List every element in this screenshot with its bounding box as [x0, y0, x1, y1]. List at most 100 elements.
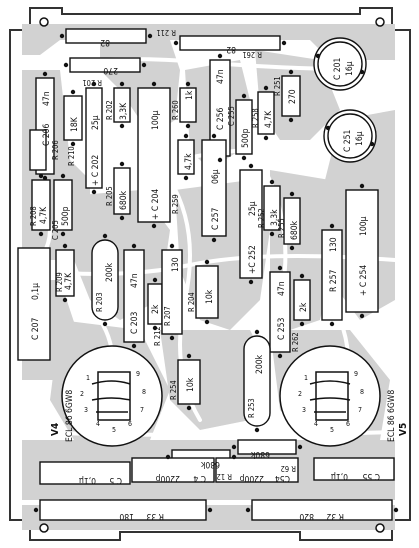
r258-ref: R 258: [251, 108, 260, 128]
resistor-r201-body: [69, 57, 141, 73]
capacitor-c252-body: [239, 169, 263, 279]
c207-ref: C 207: [31, 318, 41, 340]
c202-ref: + C 202: [91, 155, 101, 186]
resistor-r212-body: [147, 283, 163, 325]
capacitor-c202-body: [85, 87, 103, 189]
v4-pin-3: 3: [84, 406, 88, 414]
c202-value: 25µ: [91, 115, 101, 130]
capacitor-c253-body: [269, 271, 291, 353]
r201-ref: R 201: [82, 78, 102, 87]
v4-pin-9: 9: [136, 370, 140, 378]
r252-value: 3,3k: [270, 209, 280, 226]
r62-ref: R 62: [281, 464, 296, 473]
solder-pads: [33, 33, 399, 513]
c205-value: 500p: [61, 206, 71, 226]
c256-value: 47n: [216, 69, 226, 84]
v4-pin-6: 6: [128, 420, 132, 428]
c54-value: 2200p: [240, 473, 264, 483]
capacitor-c251-body: [323, 109, 377, 163]
r205-ref: R 205: [105, 186, 114, 206]
resistor-r207-body: [161, 249, 183, 335]
resistor-r62-body: [237, 439, 297, 455]
c252-ref: +C 252: [248, 245, 258, 274]
v5-pin-3: 3: [302, 406, 306, 414]
r255-ref: R 255: [277, 218, 286, 238]
c203-value: 47n: [130, 273, 140, 288]
r203-value: 200k: [105, 262, 115, 282]
capacitor-c201-inner: [317, 41, 363, 87]
r204-ref: R 204: [187, 292, 196, 312]
c55-value: 0,1µ: [331, 471, 348, 481]
r202-value: 3,3K: [119, 102, 129, 120]
r211-value: 82: [100, 37, 110, 47]
v5-pin-8: 8: [360, 388, 364, 396]
resistor-r262-body: [293, 279, 311, 321]
v4-pin-8: 8: [142, 388, 146, 396]
r205-value: 680k: [119, 190, 129, 210]
c257-ref: C 257: [211, 208, 221, 230]
r260-value: 1k: [185, 90, 195, 100]
c201-value: 16µ: [345, 61, 355, 76]
resistor-r252-body: [263, 185, 281, 231]
resistor-r204-body: [195, 265, 219, 319]
v5-pin-6: 6: [346, 420, 350, 428]
capacitor-c204-body: [137, 87, 171, 223]
capacitor-c201-body: [313, 37, 367, 91]
r251-value: 270: [288, 89, 298, 104]
r251-ref: R 251: [273, 76, 282, 96]
v5-type: ECL 86 6GW8: [387, 390, 397, 442]
capacitor-c207-body: [17, 247, 51, 361]
c206-ref: C 206: [42, 124, 52, 146]
resistor-r203-body: [91, 239, 119, 321]
v5-pin-1: 1: [304, 374, 308, 382]
r253-ref: R 253: [247, 398, 256, 418]
resistor-r261-body: [179, 35, 281, 51]
v4-pin-numbers: 1 2 3 4 5 6 7 8 9: [80, 370, 146, 434]
resistor-r202-body: [113, 87, 131, 123]
v5-pin-7: 7: [358, 406, 362, 414]
resistor-r208-body: [31, 179, 51, 231]
r202-ref: R 202: [105, 100, 114, 120]
r261-value: 82: [226, 44, 236, 54]
c254-ref: + C 254: [359, 265, 369, 296]
c254-value: 100µ: [359, 216, 369, 236]
r208-ref: R 208: [29, 206, 38, 226]
r210-value: 18K: [70, 116, 80, 132]
capacitor-c5-body: [39, 461, 131, 485]
capacitor-c4-body: [131, 457, 215, 483]
mounting-holes: [39, 17, 385, 533]
r257-ref: R 257: [329, 270, 339, 292]
r212-ref: R 212: [153, 326, 162, 346]
c205-ref: C 205: [51, 220, 60, 240]
c203-ref: C 203: [130, 312, 140, 334]
resistor-r254-body: [177, 359, 201, 405]
v4-pin-4: 4: [96, 420, 100, 428]
r32-ref: R 32: [326, 511, 344, 521]
r32-value: 820: [299, 511, 314, 521]
tube-socket-v4: [61, 345, 163, 447]
capacitor-c54-body: [215, 457, 299, 483]
r262-value: 2k: [299, 302, 309, 312]
r212-value: 2k: [151, 304, 161, 314]
v4-pin-5: 5: [112, 426, 116, 434]
r254-value: 10k: [186, 377, 196, 392]
c5-ref: C 5: [109, 475, 122, 485]
r12-value: 680k: [200, 459, 220, 469]
c255-value: 500p: [241, 128, 251, 148]
r211-ref: R 211: [156, 28, 176, 37]
c251-ref: C 251: [343, 130, 353, 152]
capacitor-c55-body: [313, 457, 395, 481]
resistor-r206-body: [29, 129, 47, 171]
r12-ref: R 12: [217, 472, 232, 481]
r258-value: 4,7K: [264, 110, 274, 128]
resistor-r259-body: [177, 139, 195, 175]
r255-value: 680k: [290, 220, 300, 240]
r201-value: 270: [103, 65, 118, 75]
tube-socket-v5: [279, 345, 381, 447]
r207-ref: R 207: [163, 306, 172, 326]
c256-ref: C 256: [216, 108, 226, 130]
r260-ref: R 260: [171, 100, 180, 120]
c201-ref: C 201: [333, 58, 343, 80]
c251-value: 16µ: [355, 131, 365, 146]
